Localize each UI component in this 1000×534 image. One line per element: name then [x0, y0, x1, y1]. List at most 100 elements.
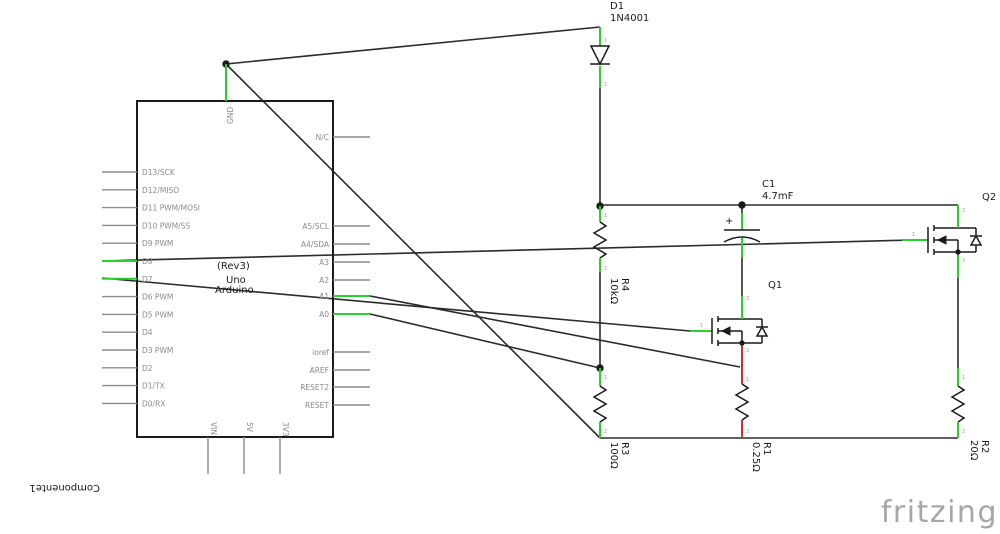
resistor-r1[interactable]: R1 0.25Ω 1 2 [734, 352, 772, 472]
junction-dot [738, 201, 746, 209]
diode-d1[interactable]: D1 1N4001 1 2 [589, 1, 649, 88]
component-label: Componente1 [29, 482, 100, 493]
right-pin-label: A1 [319, 292, 329, 301]
wire-gnd-to-d1[interactable] [225, 26, 601, 65]
arduino-left-pins: D13/SCK D12/MISO D11 PWM/MOSI D10 PWM/SS D9 … [102, 168, 200, 408]
r1-ref: R1 [761, 442, 772, 455]
r4-value: 10kΩ [608, 278, 619, 305]
left-pin-label: D10 PWM/SS [142, 221, 190, 230]
q1-ref: Q1 [768, 280, 782, 291]
pin-number: 1 [604, 38, 607, 44]
arduino-uno-label: Uno [226, 275, 246, 286]
resistor-zigzag [950, 385, 966, 423]
left-pin-label: D0/RX [142, 399, 165, 408]
arduino-rev-label: (Rev3) [217, 261, 250, 272]
body-diode-triangle [969, 234, 983, 246]
resistor-r3[interactable]: R3 100Ω 1 2 [592, 368, 630, 469]
arduino-body [136, 100, 334, 438]
left-pin-label: D3 PWM [142, 346, 173, 355]
left-pin-label: D1/TX [142, 382, 165, 391]
resistor-zigzag [592, 221, 608, 259]
right-pin-label: N/C [316, 133, 329, 142]
pin-number: 2 [962, 208, 965, 214]
wires [101, 26, 959, 439]
capacitor-curved-plate [723, 236, 761, 243]
junction-dot [955, 249, 961, 255]
left-pin-label: D6 PWM [142, 293, 173, 302]
pin-number: 3 [962, 258, 965, 264]
r3-ref: R3 [619, 442, 630, 455]
r2-ref: R2 [979, 440, 990, 453]
pin-number: 1 [962, 375, 965, 381]
pin-number: 2 [604, 82, 607, 88]
arduino-name-label: Arduino [215, 285, 254, 296]
body-arrow [720, 326, 731, 336]
right-pin-label: A3 [319, 258, 329, 267]
pin-number: 1 [604, 375, 607, 381]
right-pin-label: RESET2 [300, 383, 329, 392]
wire-a0-to-r3[interactable] [369, 313, 601, 369]
resistor-zigzag [734, 383, 750, 421]
junction-dot [739, 340, 745, 346]
q2-ref: Q2 [982, 192, 996, 203]
pin-number: 2 [746, 429, 749, 435]
c1-ref: C1 [762, 179, 775, 190]
bottom-pin-label: 5V [245, 422, 254, 433]
r2-value: 20Ω [968, 440, 979, 461]
mosfet-q1[interactable]: Q1 1 2 3 [690, 280, 782, 354]
right-pin-label: RESET [305, 401, 329, 410]
pin-number: 3 [746, 348, 749, 354]
left-pin-label: D2 [142, 364, 153, 373]
fritzing-logo: fritzing [880, 495, 998, 530]
mosfet-q2[interactable]: Q2 1 2 3 [902, 192, 996, 278]
right-pin-label: ioref [312, 348, 329, 357]
d1-ref: D1 [610, 1, 624, 12]
r1-value: 0.25Ω [750, 442, 761, 472]
wire-d8-to-q2-gate[interactable] [101, 239, 913, 262]
body-diode-triangle [755, 325, 769, 337]
pin-number: 2 [604, 266, 607, 272]
pin-number: 2 [962, 429, 965, 435]
left-pin-label: D8 [142, 257, 153, 266]
c1-value: 4.7mF [762, 191, 794, 202]
arduino-uno[interactable]: GND (Rev3) Uno Arduino D13/SCKD12/MISOD1… [29, 64, 370, 493]
resistor-zigzag [592, 385, 608, 423]
right-pin-label: A5/SCL [302, 222, 329, 231]
junctions [222, 60, 746, 372]
wire-d7-to-q1-gate[interactable] [101, 277, 691, 332]
left-pin-label: D5 PWM [142, 310, 173, 319]
pin-number: 1 [604, 213, 607, 219]
left-pin-label: D11 PWM/MOSI [142, 204, 200, 213]
right-pin-label: A4/SDA [301, 240, 330, 249]
r4-ref: R4 [619, 278, 630, 291]
d1-value: 1N4001 [610, 13, 649, 24]
right-pin-label: A2 [319, 276, 329, 285]
resistor-r2[interactable]: R2 20Ω 1 2 [950, 368, 990, 461]
pin-number: 2 [604, 429, 607, 435]
left-pin-label: D4 [142, 328, 153, 337]
left-pin-label: D7 [142, 275, 153, 284]
pin-number: 2 [746, 296, 749, 302]
pin-number: 1 [746, 377, 749, 383]
bottom-pin-label: VIN [209, 422, 218, 435]
diode-triangle [589, 45, 611, 66]
bottom-pin-label: 3V3 [281, 422, 290, 437]
left-pin-label: D9 PWM [142, 239, 173, 248]
r3-value: 100Ω [608, 442, 619, 469]
pin-number: 1 [912, 232, 915, 238]
gnd-pin-label: GND [226, 107, 235, 124]
capacitor-c1[interactable]: + C1 4.7mF [723, 179, 794, 258]
body-arrow [936, 235, 947, 245]
arduino-bottom-pins: VIN 5V 3V3 [207, 422, 290, 474]
resistor-r4[interactable]: R4 10kΩ 1 2 [592, 206, 630, 305]
right-pin-label: AREF [310, 366, 329, 375]
right-pin-label: A0 [319, 310, 329, 319]
wire-a1-to-r1[interactable] [369, 295, 741, 368]
c1-plus-sign: + [725, 216, 733, 227]
left-pin-label: D12/MISO [142, 186, 179, 195]
pin-number: 1 [700, 323, 703, 329]
left-pin-label: D13/SCK [142, 168, 176, 177]
wire-gnd-to-ground-bus[interactable] [225, 63, 601, 439]
